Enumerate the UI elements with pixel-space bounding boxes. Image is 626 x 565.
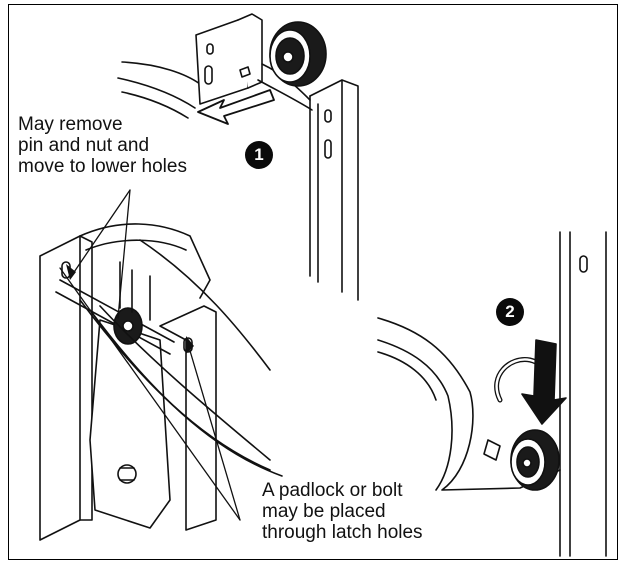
- down-arrow: [521, 339, 567, 425]
- right-roller: [510, 429, 560, 491]
- upper-roller: [269, 21, 327, 87]
- step-2-badge: 2: [496, 298, 524, 326]
- step-1-badge: 1: [245, 141, 273, 169]
- leader-lines: [59, 189, 241, 521]
- upper-bracket-assembly: [117, 13, 359, 301]
- right-post-assembly: [377, 231, 607, 557]
- callout-pin-note: May remove pin and nut and move to lower…: [18, 114, 187, 177]
- callout-padlock-note: A padlock or bolt may be placed through …: [262, 480, 423, 543]
- lower-bracket-assembly: [39, 223, 283, 541]
